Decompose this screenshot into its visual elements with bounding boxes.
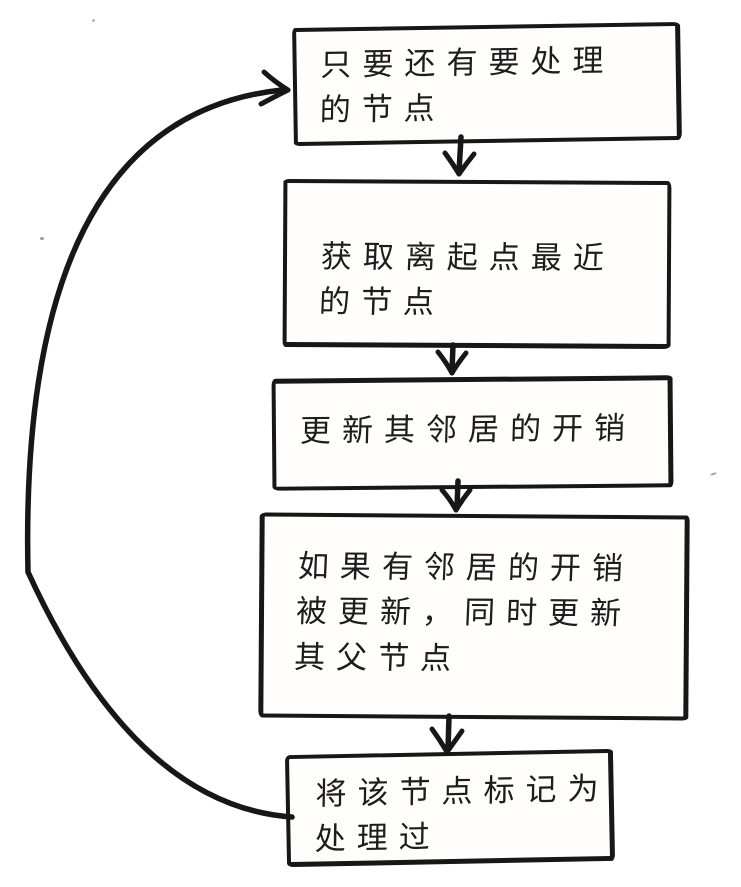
loop-back-arrow <box>24 69 295 820</box>
flow-box-label: 获取离起点最近 的节点 <box>318 235 616 327</box>
flow-box-label: 只要还有要处理 的节点 <box>319 39 615 134</box>
flow-box-label: 如果有邻居的开销 被更新，同时更新 其父节点 <box>293 545 635 683</box>
label-line: 获取离起点最近 <box>320 239 616 277</box>
flow-box-label: 更新其邻居的开销 <box>299 407 637 455</box>
scan-speck <box>709 471 718 477</box>
connector-arrow-4 <box>429 713 465 755</box>
flow-box-update-neighbor-costs: 更新其邻居的开销 <box>271 375 674 491</box>
label-line: 更新其邻居的开销 <box>299 410 637 450</box>
label-line: 只要还有要处理 <box>320 42 615 84</box>
label-line: 其父节点 <box>293 639 463 677</box>
label-line: 的节点 <box>319 90 446 129</box>
scan-speck <box>92 19 95 22</box>
flow-box-get-closest-node: 获取离起点最近 的节点 <box>282 178 672 350</box>
flow-box-update-parent-node: 如果有邻居的开销 被更新，同时更新 其父节点 <box>258 512 690 721</box>
label-line: 的节点 <box>318 284 446 322</box>
label-line: 如果有邻居的开销 <box>297 548 635 588</box>
flow-box-while-nodes-remain: 只要还有要处理 的节点 <box>292 21 682 147</box>
flow-box-mark-node-processed: 将该节点标记为 处理过 <box>284 748 616 868</box>
connector-arrow-2 <box>435 342 469 376</box>
flow-box-label: 将该节点标记为 处理过 <box>314 767 610 863</box>
label-line: 将该节点标记为 <box>315 770 610 813</box>
label-line: 处理过 <box>314 819 442 858</box>
scan-speck <box>40 237 44 240</box>
label-line: 被更新，同时更新 <box>295 594 633 633</box>
